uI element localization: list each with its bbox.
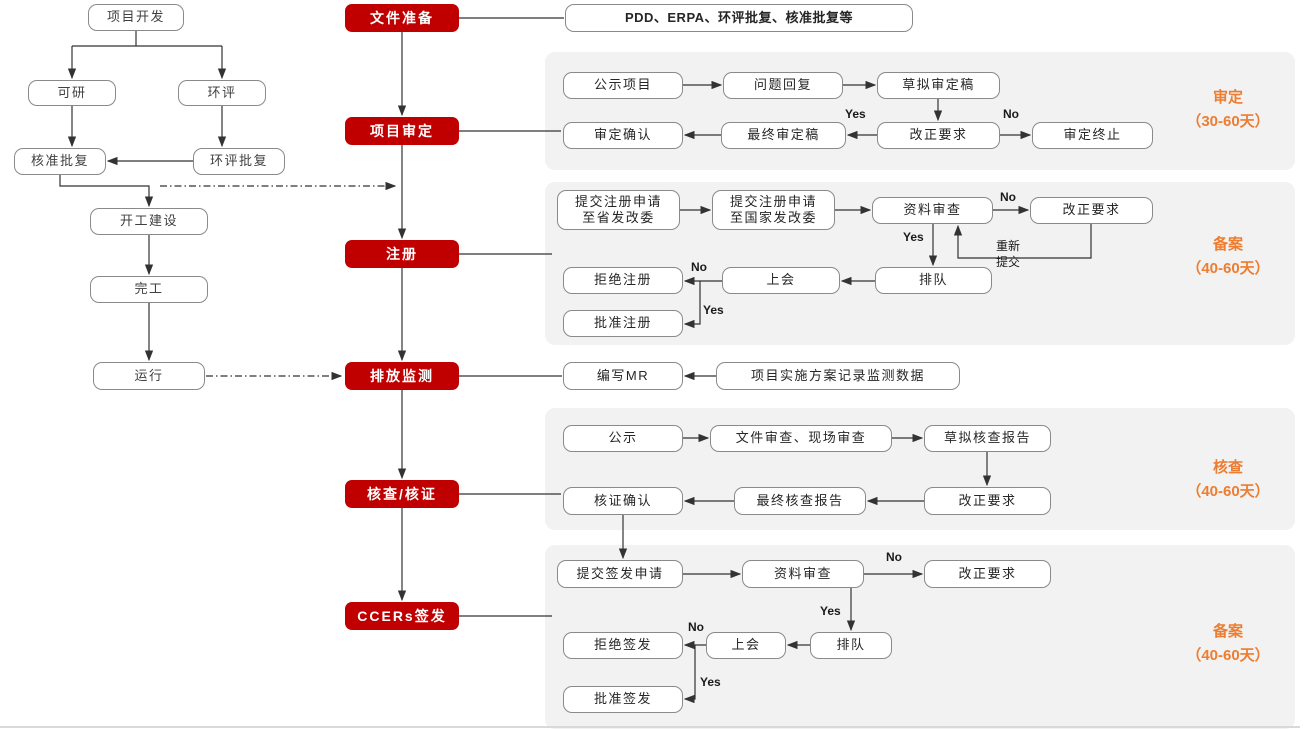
- verification-duration-label: 核查 （40-60天）: [1186, 459, 1270, 500]
- validation-confirm-box: 审定确认: [563, 122, 683, 149]
- validation-yes-label: Yes: [845, 107, 866, 121]
- draft-validation-report-box: 草拟审定稿: [877, 72, 1000, 99]
- approve-registration-box: 批准注册: [563, 310, 683, 337]
- issuance-review-box: 资料审查: [742, 560, 864, 588]
- submit-national-drc-box: 提交注册申请 至国家发改委: [712, 190, 835, 230]
- issuance-yes-label: Yes: [820, 604, 841, 618]
- issuance-queue-box: 排队: [810, 632, 892, 659]
- stage-verification-certification: 核查/核证: [345, 480, 459, 508]
- construction-start-box: 开工建设: [90, 208, 208, 235]
- verification-publicize-box: 公示: [563, 425, 683, 452]
- final-verification-report-box: 最终核查报告: [734, 487, 866, 515]
- validation-no-label: No: [1003, 107, 1019, 121]
- draft-verification-report-box: 草拟核查报告: [924, 425, 1051, 452]
- resubmit-note: 重新 提交: [995, 239, 1020, 270]
- registration-no-label: No: [1000, 190, 1016, 204]
- registration-meeting-box: 上会: [722, 267, 840, 294]
- validation-correction-box: 改正要求: [877, 122, 1000, 149]
- issuance-duration-label: 备案 （40-60天）: [1186, 623, 1270, 664]
- registration-meeting-yes-label: Yes: [703, 303, 724, 317]
- eia-box: 环评: [178, 80, 266, 106]
- eia-approval-box: 环评批复: [193, 148, 285, 175]
- monitoring-data-source-box: 项目实施方案记录监测数据: [716, 362, 960, 390]
- documents-list-box: PDD、ERPA、环评批复、核准批复等: [565, 4, 913, 32]
- registration-queue-box: 排队: [875, 267, 992, 294]
- registration-duration-label: 备案 （40-60天）: [1186, 236, 1270, 277]
- stage-registration: 注册: [345, 240, 459, 268]
- stage-document-preparation: 文件准备: [345, 4, 459, 32]
- validation-terminate-box: 审定终止: [1032, 122, 1153, 149]
- stage-ccers-issuance: CCERs签发: [345, 602, 459, 630]
- project-development-box: 项目开发: [88, 4, 184, 31]
- approval-reply-box: 核准批复: [14, 148, 106, 175]
- verification-correction-box: 改正要求: [924, 487, 1051, 515]
- submit-provincial-drc-box: 提交注册申请 至省发改委: [557, 190, 680, 230]
- stage-emission-monitoring: 排放监测: [345, 362, 459, 390]
- reject-issuance-box: 拒绝签发: [563, 632, 683, 659]
- registration-correction-box: 改正要求: [1030, 197, 1153, 224]
- issuance-meeting-box: 上会: [706, 632, 786, 659]
- validation-duration-label: 审定 （30-60天）: [1186, 89, 1270, 130]
- publicize-project-box: 公示项目: [563, 72, 683, 99]
- feasibility-study-box: 可研: [28, 80, 116, 106]
- validation-panel: [545, 52, 1295, 170]
- issuance-correction-box: 改正要求: [924, 560, 1051, 588]
- final-validation-report-box: 最终审定稿: [721, 122, 846, 149]
- question-reply-box: 问题回复: [723, 72, 843, 99]
- reject-registration-box: 拒绝注册: [563, 267, 683, 294]
- approve-issuance-box: 批准签发: [563, 686, 683, 713]
- completion-box: 完工: [90, 276, 208, 303]
- stage-project-validation: 项目审定: [345, 117, 459, 145]
- bottom-divider: [0, 726, 1300, 728]
- registration-meeting-no-label: No: [691, 260, 707, 274]
- operation-box: 运行: [93, 362, 205, 390]
- issuance-no-label: No: [886, 550, 902, 564]
- issuance-meeting-yes-label: Yes: [700, 675, 721, 689]
- document-site-review-box: 文件审查、现场审查: [710, 425, 892, 452]
- registration-review-box: 资料审查: [872, 197, 993, 224]
- submit-issuance-application-box: 提交签发申请: [557, 560, 683, 588]
- write-mr-box: 编写MR: [563, 362, 683, 390]
- issuance-meeting-no-label: No: [688, 620, 704, 634]
- certification-confirm-box: 核证确认: [563, 487, 683, 515]
- registration-yes-label: Yes: [903, 230, 924, 244]
